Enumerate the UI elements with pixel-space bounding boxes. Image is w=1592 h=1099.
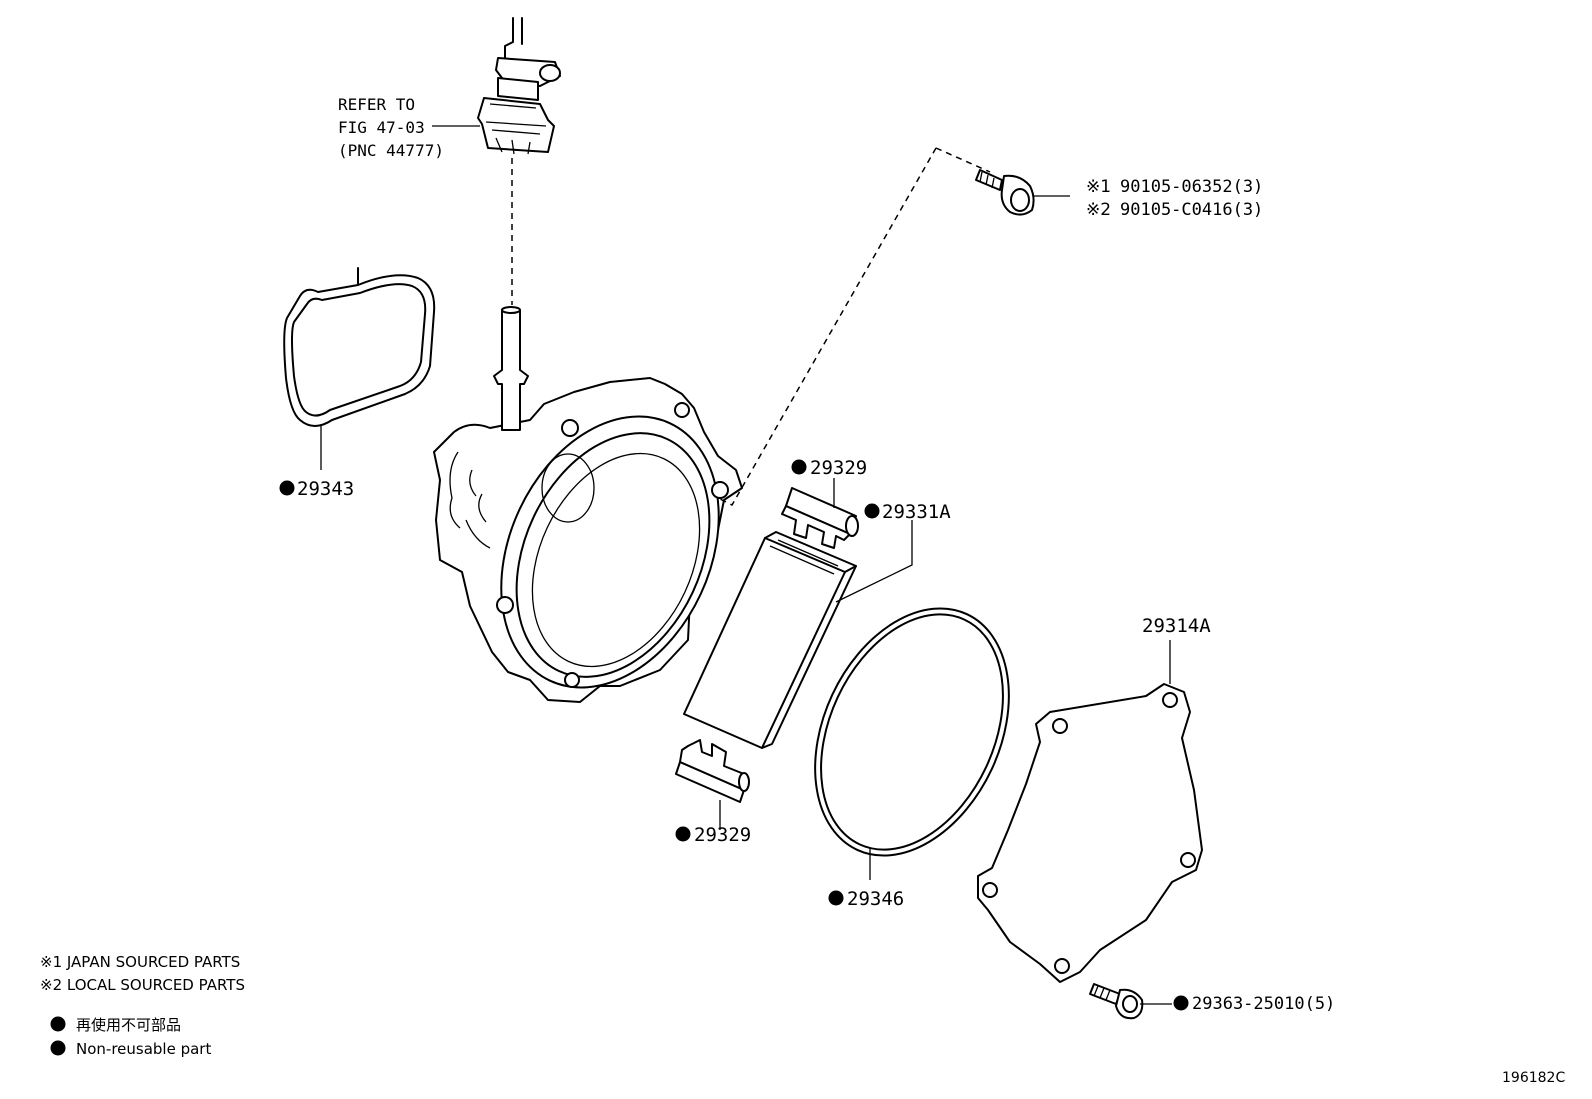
bolt-japan-mark: ※1 (1086, 177, 1111, 197)
gasket-29343 (283, 267, 436, 470)
nonreusable-dot-29343 (279, 480, 295, 496)
screw-29363-25010 (1089, 983, 1172, 1020)
part-label-29331A: 29331A (882, 501, 951, 523)
part-label-29363-25010: 29363-25010(5) (1192, 994, 1335, 1014)
part-label-29346: 29346 (847, 888, 904, 910)
legend-dot-jp (50, 1016, 66, 1032)
bolt-local-part-number: 90105-C0416(3) (1120, 200, 1263, 220)
oring-29346 (814, 607, 1010, 880)
cover-29314A (977, 640, 1203, 983)
cap-29329-lower (675, 739, 750, 830)
vacuum-check-valve (432, 17, 561, 155)
cap-29329-upper (781, 478, 859, 549)
part-label-29343: 29343 (297, 478, 354, 500)
nonreusable-dot-29346 (828, 890, 844, 906)
part-label-29329-lower: 29329 (694, 824, 751, 846)
bolt-top (975, 169, 1070, 216)
figure-code: 196182C (1502, 1070, 1565, 1086)
legend-local-sourced: ※2 LOCAL SOURCED PARTS (40, 976, 245, 994)
nonreusable-dot-29329-upper (791, 459, 807, 475)
vacuum-pump-housing (433, 306, 743, 703)
bolt-local-mark: ※2 (1086, 200, 1111, 220)
part-label-29329-upper: 29329 (810, 457, 867, 479)
legend-dot-en (50, 1040, 66, 1056)
refer-to-line3: (PNC 44777) (338, 141, 444, 160)
bolt-japan-part-number: 90105-06352(3) (1120, 177, 1263, 197)
part-label-29314A: 29314A (1142, 615, 1211, 637)
nonreusable-dot-29363 (1173, 995, 1189, 1011)
legend-japan-sourced: ※1 JAPAN SOURCED PARTS (40, 953, 240, 971)
nonreusable-dot-29331A (864, 503, 880, 519)
refer-to-line2: FIG 47-03 (338, 118, 425, 137)
legend-nonreusable-en: Non-reusable part (76, 1040, 211, 1058)
legend-nonreusable-jp: 再使用不可部品 (76, 1016, 181, 1034)
refer-to-line1: REFER TO (338, 95, 415, 114)
nonreusable-dot-29329-lower (675, 826, 691, 842)
insert-29331A (683, 520, 913, 749)
bolt-dashed-leader (717, 147, 991, 506)
